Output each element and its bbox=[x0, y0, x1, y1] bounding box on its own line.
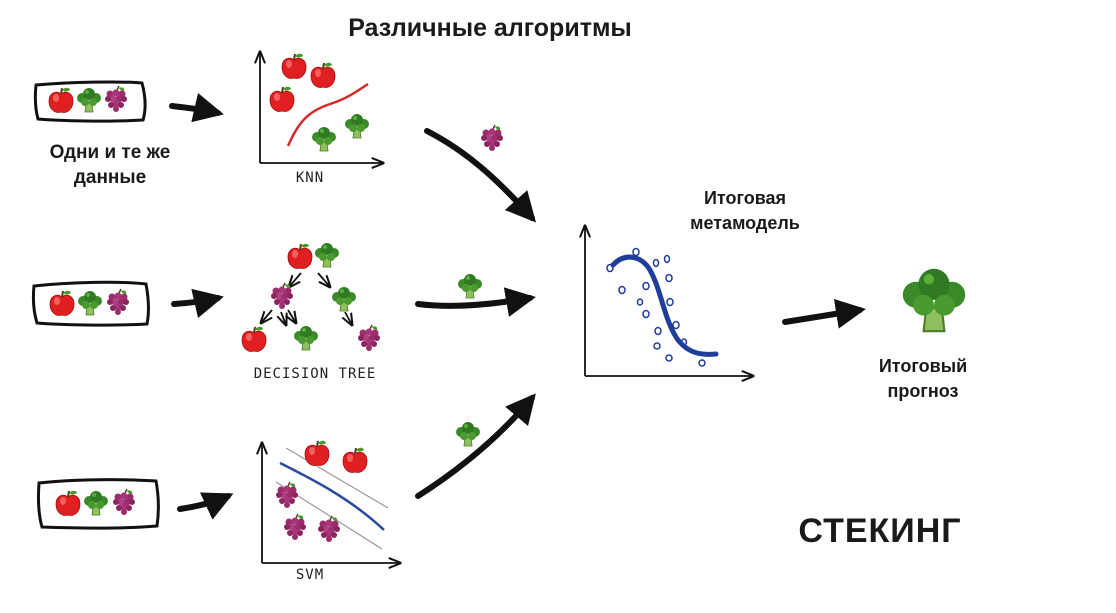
meta-curve bbox=[610, 254, 719, 357]
knn-panel bbox=[260, 52, 383, 163]
grape-icon bbox=[112, 488, 136, 516]
arrow-meta-to-final bbox=[782, 298, 866, 329]
grape-icon bbox=[104, 85, 128, 113]
arrow-decision-tree-to-meta bbox=[415, 287, 536, 317]
broccoli-icon bbox=[77, 290, 103, 316]
knn-decision-curve bbox=[286, 82, 369, 147]
apple-icon bbox=[304, 439, 330, 467]
grape-icon bbox=[283, 513, 307, 541]
grape-icon bbox=[317, 515, 341, 543]
broccoli-icon bbox=[293, 325, 319, 351]
apple-icon bbox=[269, 85, 295, 113]
broccoli-icon bbox=[344, 113, 370, 139]
model-label-knn: KNN bbox=[295, 170, 325, 186]
input-data-box-3 bbox=[36, 478, 160, 530]
final-prediction-label: Итоговый прогноз bbox=[878, 356, 968, 401]
arrow-data-to-knn bbox=[169, 92, 224, 123]
meta-data-points bbox=[606, 247, 706, 367]
apple-icon bbox=[48, 86, 74, 114]
input-data-label: Одни и те же данные bbox=[49, 142, 171, 188]
grape-icon bbox=[106, 288, 130, 316]
svm-hyperplane bbox=[279, 461, 385, 531]
apple-icon bbox=[49, 289, 75, 317]
input-data-box-1 bbox=[33, 80, 147, 123]
svm-margin-upper bbox=[285, 447, 389, 509]
apple-icon bbox=[310, 61, 336, 89]
final-prediction-broccoli-icon bbox=[901, 267, 967, 333]
meta-model-panel bbox=[585, 226, 753, 376]
broccoli-icon bbox=[76, 87, 102, 113]
grape-icon bbox=[357, 324, 381, 352]
apple-icon bbox=[55, 489, 81, 517]
meta-model-label: Итоговая метамодель bbox=[690, 188, 800, 233]
broccoli-icon bbox=[311, 126, 337, 152]
input-data-box-2 bbox=[31, 280, 150, 327]
grape-icon bbox=[275, 481, 299, 509]
tree-edges bbox=[261, 272, 352, 325]
arrows-data-to-models bbox=[169, 92, 234, 520]
arrow-svm-to-meta bbox=[415, 393, 536, 499]
diagram-title: Различные алгоритмы bbox=[348, 14, 632, 42]
apple-icon bbox=[241, 325, 267, 353]
broccoli-icon bbox=[314, 242, 340, 268]
svm-panel bbox=[262, 439, 400, 563]
model-label-svm: SVM bbox=[295, 567, 325, 583]
method-label: СТЕКИНГ bbox=[798, 512, 962, 550]
decision-tree-panel bbox=[241, 242, 381, 353]
apple-icon bbox=[287, 242, 313, 270]
arrow-knn-to-meta bbox=[424, 128, 536, 223]
grape-icon bbox=[480, 124, 504, 152]
apple-icon bbox=[281, 52, 307, 80]
model-label-decision-tree: DECISION TREE bbox=[253, 366, 377, 382]
broccoli-icon bbox=[457, 273, 483, 299]
broccoli-icon bbox=[83, 490, 109, 516]
broccoli-icon bbox=[331, 286, 357, 312]
arrow-data-to-decision-tree bbox=[171, 288, 224, 319]
grape-icon bbox=[270, 282, 294, 310]
arrows-models-to-meta bbox=[415, 128, 536, 499]
apple-icon bbox=[342, 446, 368, 474]
arrow-data-to-svm bbox=[177, 492, 234, 520]
broccoli-icon bbox=[455, 421, 481, 447]
